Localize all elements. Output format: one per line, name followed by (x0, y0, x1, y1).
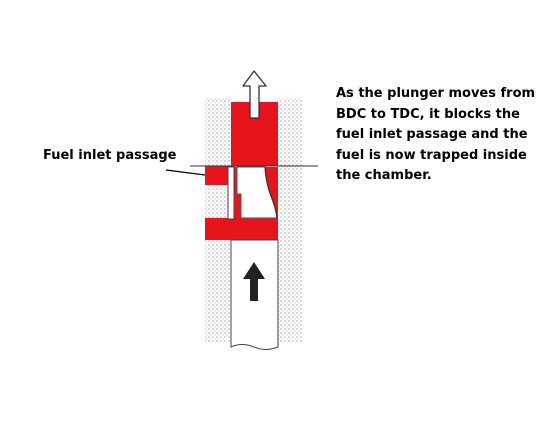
barrel-right (277, 98, 302, 343)
inlet-passage-label: Fuel inlet passage (43, 148, 177, 163)
plunger-helix-edge (264, 166, 278, 219)
inlet-leader-line (165, 169, 206, 176)
inlet-passage (205, 166, 228, 185)
arrow-up-solid-icon (243, 262, 265, 301)
arrow-up-outline-icon (242, 70, 267, 119)
plunger-slot (227, 166, 235, 220)
description-text: As the plunger moves from BDC to TDC, it… (336, 86, 536, 184)
